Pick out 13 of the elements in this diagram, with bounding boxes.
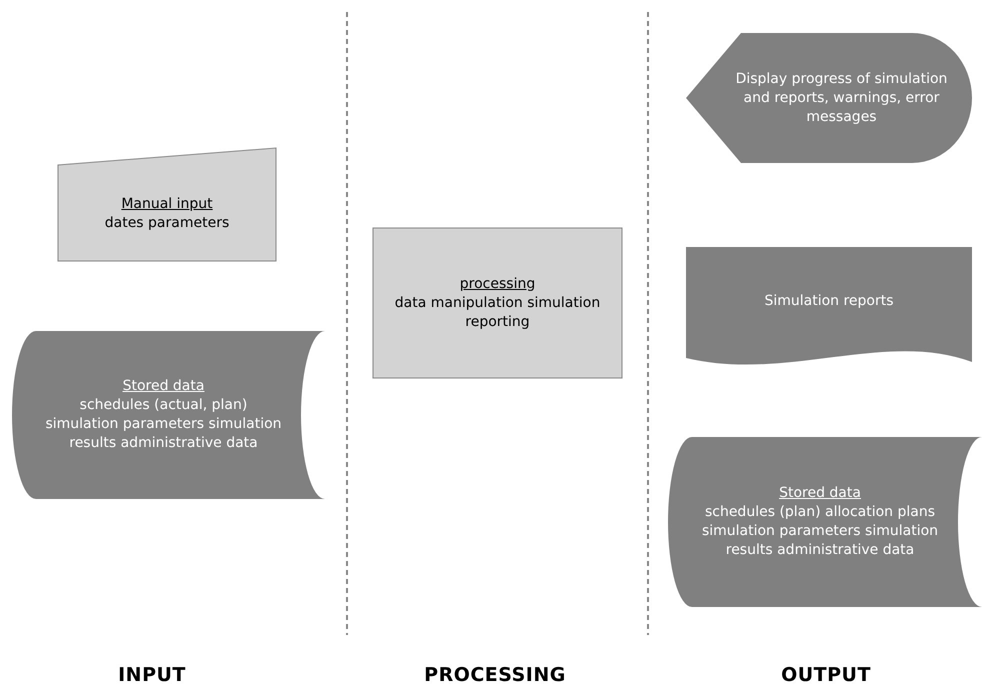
node-heading: Stored data [122,377,204,396]
column-heading: INPUT [118,664,186,686]
node-text: Simulation reports [764,292,894,311]
node-text: schedules (plan) allocation plans simulation parameters simulation results administrative data [700,503,940,560]
column-heading: PROCESSING [424,664,566,686]
node-text: data manipulation simulation reporting [394,294,602,332]
column-heading: OUTPUT [781,664,871,686]
node-text: Display progress of simulation and reports, warnings, error messages [734,70,948,126]
node-text: schedules (actual, plan) simulation parameters simulation results administrative data [44,396,283,453]
node-heading: processing [460,274,536,294]
node-text: dates parameters [104,214,230,232]
node-heading: Manual input [121,194,213,214]
node-heading: Stored data [779,484,861,503]
